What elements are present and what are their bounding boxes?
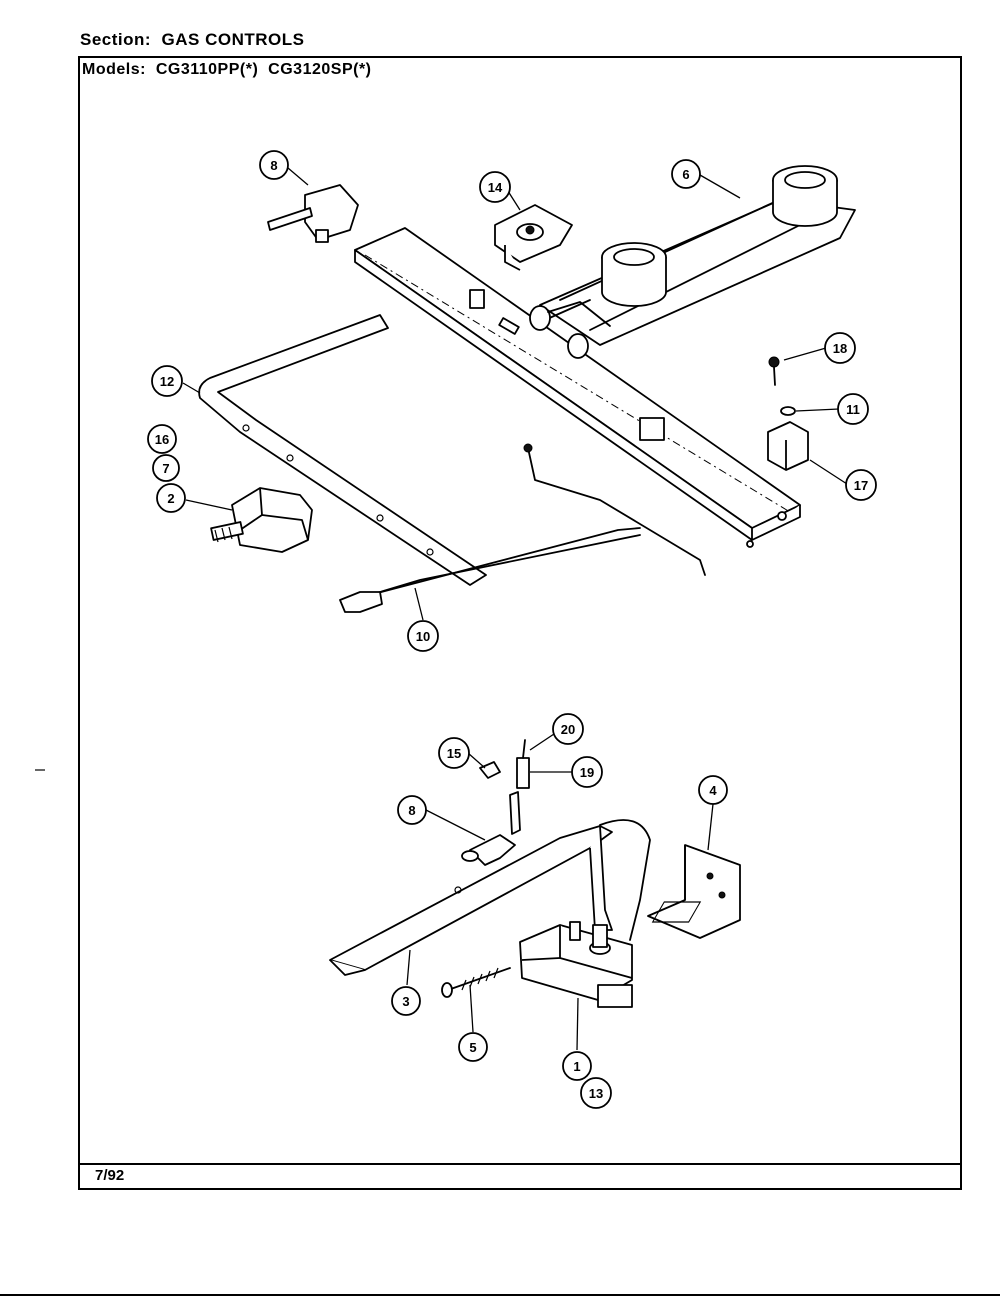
models-label: Models: [82,61,146,78]
callout-7-label: 7 [162,461,169,476]
section-value: GAS CONTROLS [161,30,305,49]
callout-3: 3 [391,986,421,1016]
callout-13: 13 [580,1077,612,1109]
mounting-screw [441,967,511,998]
section-label: Section: [80,30,152,49]
callout-14: 14 [479,171,511,203]
manifold-pipe [198,314,487,586]
oven-ignitor [516,739,530,789]
ignitor-bracket [461,791,521,866]
callout-20-label: 20 [561,722,575,737]
callout-17: 17 [845,469,877,501]
callout-18: 18 [824,332,856,364]
top-burner-valve [210,487,313,553]
callout-17-label: 17 [854,478,868,493]
callout-19-label: 19 [580,765,594,780]
callout-4: 4 [698,775,728,805]
callout-11: 11 [837,393,869,425]
callout-7: 7 [152,454,180,482]
mounting-bracket [767,356,809,471]
callout-3-label: 3 [402,994,409,1009]
date-code: 7/92 [95,1167,125,1184]
callout-19: 19 [571,756,603,788]
callout-9-label: 8 [270,158,277,173]
callout-16-label: 16 [155,432,169,447]
diagram-frame [78,56,962,1190]
callout-5: 5 [458,1032,488,1062]
manifold-bracket [354,227,801,548]
callout-11-label: 11 [846,402,860,417]
callout-5-label: 5 [469,1040,476,1055]
callout-13-label: 13 [589,1086,603,1101]
callout-14-label: 14 [488,180,503,195]
oven-thermostat-valve [519,921,633,1008]
callout-18-label: 18 [833,341,847,356]
callout-15: 15 [438,737,470,769]
callout-10: 10 [407,620,439,652]
callout-8: 8 [397,795,427,825]
page-bottom-rule [0,1294,1000,1296]
callout-1-label: 1 [573,1059,580,1074]
burner-switch [267,184,359,243]
leader-lines [182,167,848,1051]
callout-15-label: 15 [447,746,461,761]
callout-16: 16 [147,424,177,454]
ignitor-harness [339,443,706,613]
valve-bracket [647,844,741,939]
callout-8-label: 8 [408,803,415,818]
callout-1: 1 [562,1051,592,1081]
callout-2-label: 2 [167,491,174,506]
callout-12: 12 [151,365,183,397]
top-burner-assembly [529,165,856,359]
callout-20: 20 [552,713,584,745]
callout-4-label: 4 [709,783,717,798]
model-2: CG3120SP(*) [268,61,372,78]
models-heading: Models: CG3110PP(*) CG3120SP(*) [82,61,372,79]
callout-12-label: 12 [160,374,174,389]
section-heading: Section: GAS CONTROLS [80,30,304,50]
callout-9: 8 [259,150,289,180]
oven-pipe [329,819,651,976]
callout-6: 6 [671,159,701,189]
callout-6-label: 6 [682,167,689,182]
callout-2: 2 [156,483,186,513]
footer-rule [78,1163,962,1165]
callout-10-label: 10 [416,629,430,644]
ignitor-screw [479,761,501,779]
model-1: CG3110PP(*) [155,61,259,78]
ignitor-module [494,204,573,271]
